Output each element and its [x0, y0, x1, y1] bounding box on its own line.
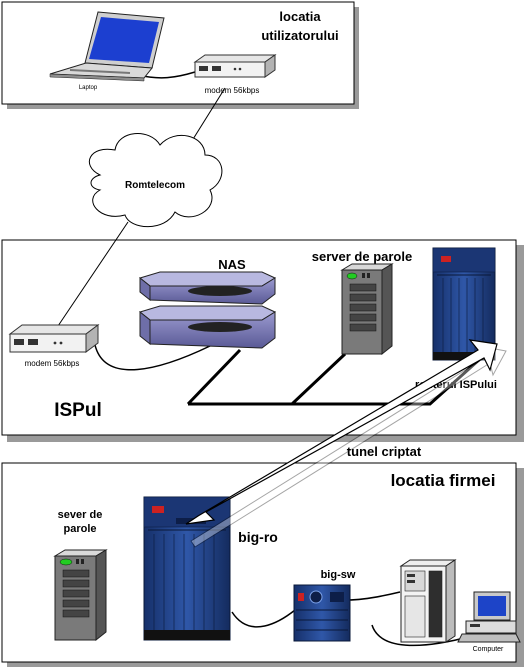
- tunnel-label: tunel criptat: [347, 444, 422, 459]
- firm-password-server-label-line2: parole: [63, 523, 96, 535]
- isp-router-icon: [432, 247, 496, 361]
- user-zone-title-line1: locatia: [279, 9, 321, 24]
- isp-modem-icon: [8, 324, 100, 353]
- modem-icon: [193, 54, 277, 78]
- nas-label: NAS: [218, 257, 246, 272]
- user-zone-title-line2: utilizatorului: [261, 28, 338, 43]
- encrypted-tunnel-arrow: [185, 339, 507, 548]
- nas-icon: [138, 271, 277, 349]
- big-sw-label: big-sw: [321, 569, 356, 581]
- user-modem-label: modem 56kbps: [205, 86, 260, 95]
- firm-password-server-icon: [53, 549, 108, 642]
- isp-password-server-label: server de parole: [312, 249, 412, 264]
- laptop-label: Laptop: [79, 85, 98, 91]
- computer-icon: [457, 591, 521, 643]
- zone-user-location: [1, 1, 359, 109]
- isp-modem-label: modem 56kbps: [25, 359, 80, 368]
- connection-lines: [57, 71, 492, 647]
- computer-label: Computer: [473, 646, 504, 653]
- firm-zone-title: locatia firmei: [391, 471, 496, 490]
- isp-password-server-icon: [340, 263, 394, 356]
- laptop-icon: [49, 11, 165, 82]
- cloud-label: Romtelecom: [125, 180, 185, 191]
- isp-zone-title: ISPul: [54, 400, 102, 421]
- big-sw-switch-icon: [293, 584, 351, 642]
- firm-password-server-label-line1: sever de: [58, 509, 103, 521]
- romtelecom-cloud-icon: [88, 133, 223, 228]
- big-ro-label: big-ro: [238, 529, 278, 545]
- big-ro-router-icon: [143, 496, 231, 641]
- rack-server-icon: [399, 559, 457, 643]
